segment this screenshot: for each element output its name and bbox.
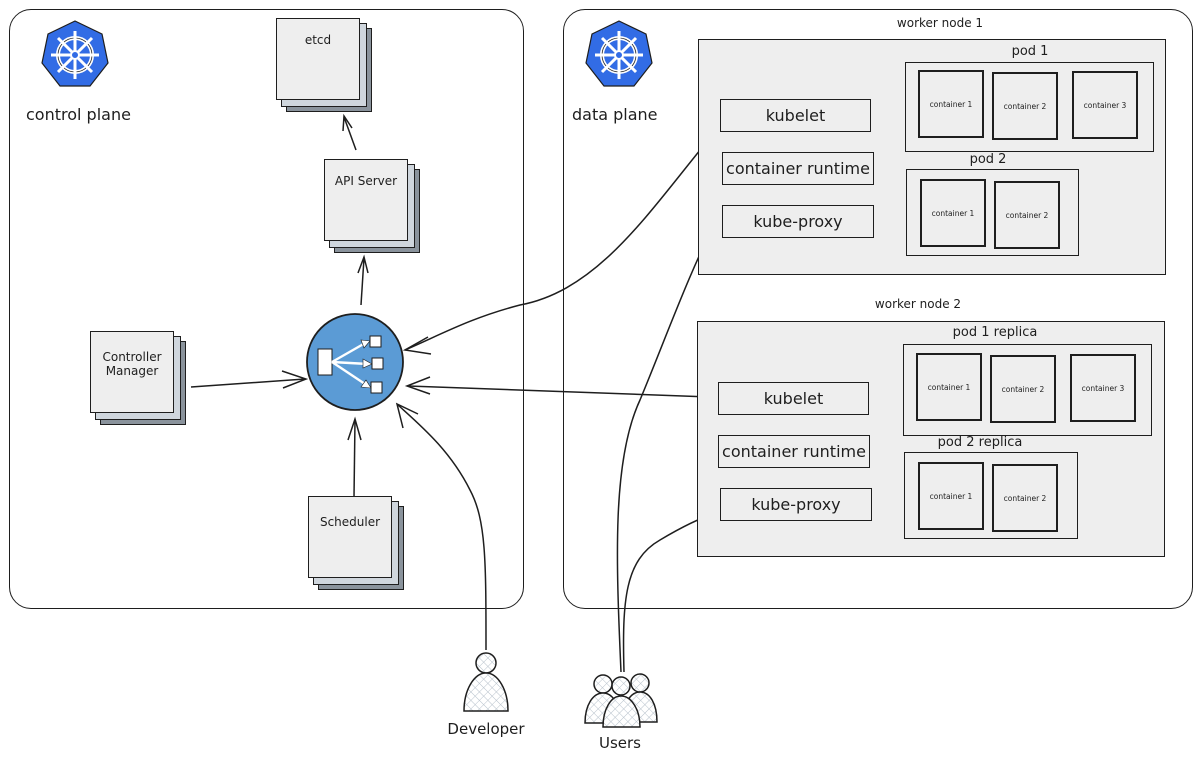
worker-node-1-pod-1: container 1 container 2 container 3 (905, 62, 1154, 152)
worker-node-1-pod-2: container 1 container 2 (906, 169, 1079, 256)
worker-node-1-pod-1-title: pod 1 (1011, 44, 1049, 59)
container-box: container 2 (992, 72, 1058, 140)
data-plane-panel (563, 9, 1193, 609)
etcd-stack: etcd (276, 18, 372, 112)
worker-node-2-kube-proxy: kube-proxy (720, 488, 872, 521)
arrow-scheduler-to-hub (347, 416, 362, 498)
api-server-stack: API Server (324, 159, 420, 253)
worker-node-1-pod-2-title: pod 2 (969, 152, 1007, 167)
etcd-box: etcd (276, 18, 360, 100)
container-box: container 3 (1070, 354, 1136, 422)
users-group-icon (584, 673, 658, 728)
controller-manager-stack: Controller Manager (90, 331, 186, 425)
arrow-hub-to-api (357, 254, 369, 306)
container-box: container 1 (916, 353, 982, 421)
worker-node-1-kubelet: kubelet (720, 99, 871, 132)
developer-label: Developer (447, 720, 525, 738)
container-box: container 2 (994, 181, 1060, 249)
controller-manager-box: Controller Manager (90, 331, 174, 413)
container-box: container 2 (992, 464, 1058, 532)
worker-node-2-pod-2: container 1 container 2 (904, 452, 1078, 539)
worker-node-2-pod-1-title: pod 1 replica (952, 325, 1038, 340)
container-box: container 3 (1072, 71, 1138, 139)
worker-node-1-kube-proxy: kube-proxy (722, 205, 874, 238)
container-box: container 1 (918, 70, 984, 138)
container-box: container 1 (920, 179, 986, 247)
control-plane-logo (41, 20, 109, 87)
container-box: container 2 (990, 355, 1056, 423)
worker-node-1-container-runtime: container runtime (722, 152, 874, 185)
data-plane-title: data plane (572, 105, 658, 124)
control-plane-panel (9, 9, 524, 609)
developer-person-icon (463, 652, 509, 712)
api-server-box: API Server (324, 159, 408, 241)
worker-node-2-kubelet: kubelet (718, 382, 869, 415)
container-box: container 1 (918, 462, 984, 530)
arrow-developer-to-hub (395, 402, 487, 651)
worker-node-2-pod-2-title: pod 2 replica (937, 435, 1023, 450)
api-hub-icon (306, 313, 404, 411)
worker-node-1-title: worker node 1 (896, 16, 984, 30)
worker-node-2-pod-1: container 1 container 2 container 3 (903, 344, 1152, 436)
arrow-kubelet2-to-hub (404, 376, 711, 398)
worker-node-2-title: worker node 2 (874, 297, 962, 311)
arrow-kubelet1-to-hub (402, 132, 715, 355)
arrow-controller-to-hub (190, 370, 309, 389)
scheduler-stack: Scheduler (308, 496, 404, 590)
users-label: Users (598, 734, 641, 752)
control-plane-title: control plane (26, 105, 131, 124)
worker-node-2-container-runtime: container runtime (718, 435, 870, 468)
data-plane-logo (585, 20, 653, 87)
arrow-api-to-etcd (342, 113, 357, 151)
scheduler-box: Scheduler (308, 496, 392, 578)
